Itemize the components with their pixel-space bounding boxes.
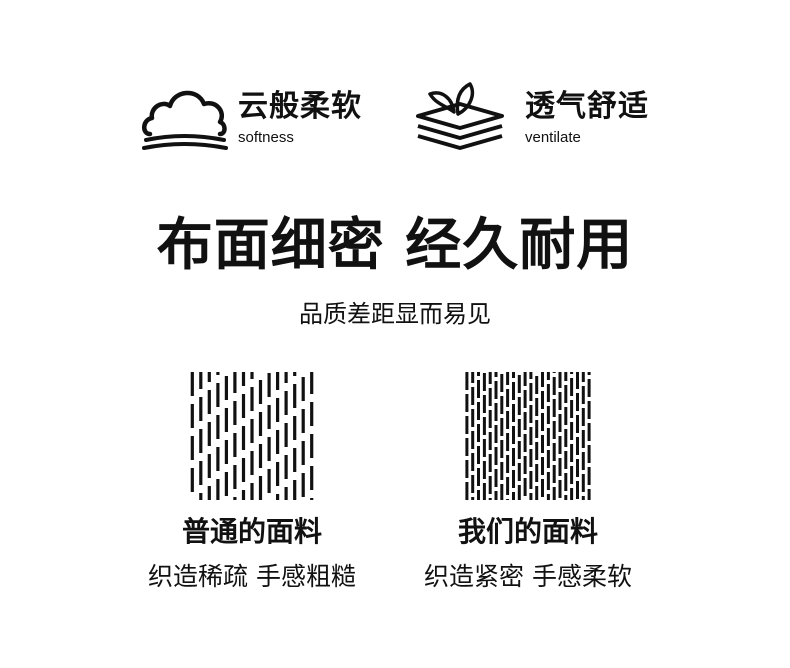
sparse-weave-pattern	[190, 372, 314, 500]
feature-subtitle: ventilate	[525, 129, 581, 146]
feature-title: 透气舒适	[525, 89, 649, 124]
headline: 布面细密 经久耐用	[156, 213, 634, 278]
feature-title: 云般柔软	[238, 89, 362, 124]
dense-weave-pattern	[465, 372, 591, 500]
comparison-title: 普通的面料	[181, 515, 322, 548]
cloud-icon	[142, 90, 228, 150]
feature-softness: 云般柔软 softness	[140, 76, 370, 156]
subheadline: 品质差距显而易见	[299, 300, 491, 328]
feature-subtitle: softness	[238, 129, 294, 146]
comparison-description: 织造紧密 手感柔软	[424, 562, 632, 591]
layers-leaf-icon	[416, 82, 504, 150]
comparison-description: 织造稀疏 手感粗糙	[148, 562, 356, 591]
feature-ventilate: 透气舒适 ventilate	[410, 76, 650, 156]
comparison-title: 我们的面料	[457, 515, 598, 548]
